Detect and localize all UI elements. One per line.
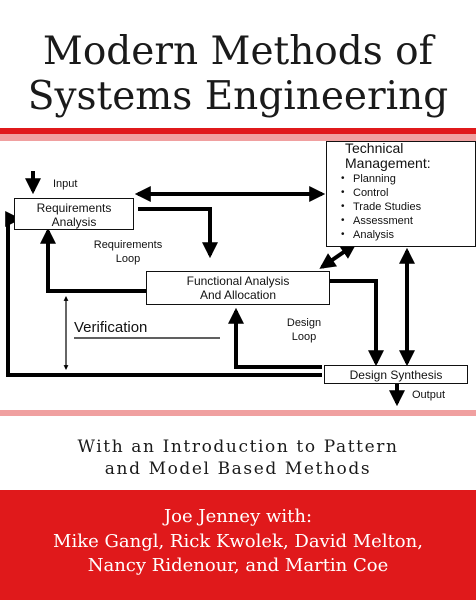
tm-item-control: Control: [341, 186, 421, 200]
design-loop-label: Design Loop: [282, 316, 326, 344]
functional-analysis-label-2: And Allocation: [199, 288, 277, 302]
authors-red-block: Joe Jenney with: Mike Gangl, Rick Kwolek…: [0, 490, 476, 600]
top-pink-band: [0, 134, 476, 141]
technical-management-title-1: Technical: [345, 140, 404, 156]
input-label: Input: [53, 178, 78, 190]
requirements-analysis-box: Requirements Analysis: [14, 198, 134, 230]
subtitle-line-2: and Model Based Methods: [104, 459, 372, 479]
requirements-loop-label: Requirements Loop: [86, 238, 170, 266]
design-loop-label-1: Design: [286, 317, 322, 329]
requirements-loop-label-1: Requirements: [93, 239, 163, 251]
output-label: Output: [412, 389, 446, 401]
technical-management-list: Planning Control Trade Studies Assessmen…: [339, 172, 421, 242]
tm-item-planning: Planning: [341, 172, 421, 186]
author-line-3: Nancy Ridenour, and Martin Coe: [87, 555, 389, 576]
top-red-band: [0, 128, 476, 134]
design-synthesis-box: Design Synthesis: [324, 365, 468, 384]
diagram-arrows: [5, 171, 415, 407]
design-loop-label-2: Loop: [291, 331, 317, 343]
author-line-2: Mike Gangl, Rick Kwolek, David Melton,: [53, 531, 423, 552]
design-synthesis-label: Design Synthesis: [349, 368, 443, 382]
author-line-1: Joe Jenney with:: [163, 506, 313, 527]
subtitle-line-1: With an Introduction to Pattern: [77, 437, 399, 457]
tm-item-trade-studies: Trade Studies: [341, 200, 421, 214]
tm-item-assessment: Assessment: [341, 214, 421, 228]
technical-management-box: Technical Management: Planning Control T…: [326, 141, 476, 247]
middle-pink-band: [0, 410, 476, 416]
functional-analysis-label-1: Functional Analysis: [186, 274, 290, 288]
requirements-loop-label-2: Loop: [115, 253, 141, 265]
requirements-analysis-label-2: Analysis: [51, 215, 97, 229]
functional-analysis-box: Functional Analysis And Allocation: [146, 271, 330, 305]
book-title-line-1: Modern Methods of: [42, 29, 434, 74]
technical-management-title-2: Management:: [345, 155, 431, 171]
systems-engineering-diagram: Requirements Analysis Functional Analysi…: [0, 141, 476, 409]
requirements-analysis-label-1: Requirements: [36, 201, 112, 215]
verification-label: Verification: [74, 319, 148, 336]
book-title-line-2: Systems Engineering: [27, 74, 449, 119]
tm-item-analysis: Analysis: [341, 228, 421, 242]
